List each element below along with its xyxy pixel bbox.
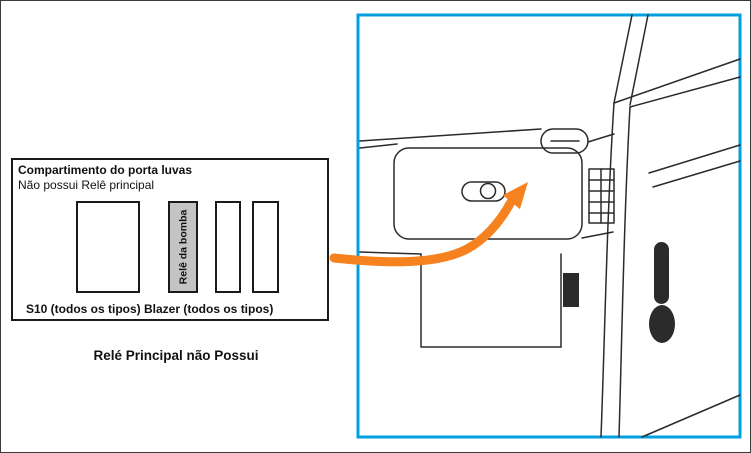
relay-slot-4 <box>252 201 279 293</box>
illustration-frame <box>356 13 742 439</box>
console-bracket <box>563 273 579 307</box>
dashboard-drawing <box>359 14 741 438</box>
panel-subtitle: Não possui Relê principal <box>18 178 155 192</box>
relay-slot-pump: Relê da bomba <box>168 201 198 293</box>
glovebox-handle <box>461 181 506 202</box>
dash-vent-pill <box>540 128 589 154</box>
door-pull-handle <box>654 242 669 304</box>
main-caption: Relé Principal não Possui <box>93 348 259 363</box>
side-vent-grille <box>588 168 615 224</box>
relay-slot-3 <box>215 201 241 293</box>
pump-relay-label: Relê da bomba <box>177 209 189 285</box>
panel-title: Compartimento do porta luvas <box>18 163 193 177</box>
relay-compartment-panel: Compartimento do porta luvas Não possui … <box>11 158 329 321</box>
relay-slot-1 <box>76 201 140 293</box>
vehicle-models-label: S10 (todos os tipos) Blazer (todos os ti… <box>26 302 274 316</box>
pointer-arrow-icon <box>329 182 528 267</box>
door-speaker-knob <box>649 305 675 343</box>
